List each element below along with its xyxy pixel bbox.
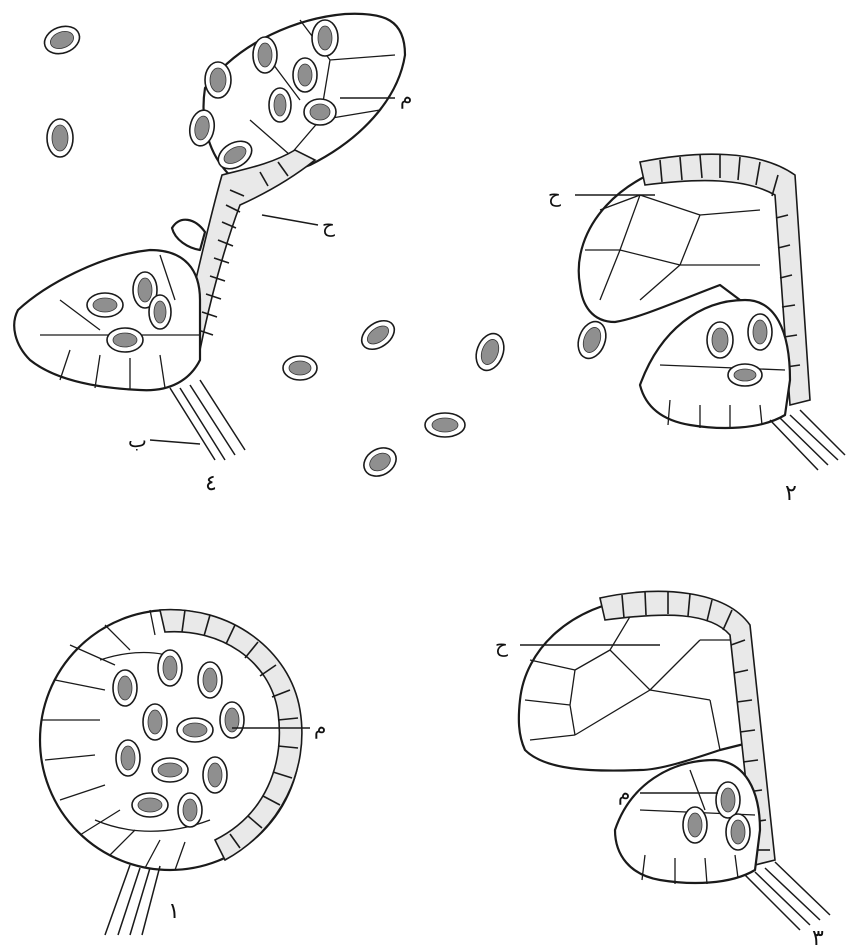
spore-label: م (400, 85, 412, 109)
sporangium-stage-4 (14, 14, 405, 460)
sporangium-stage-2 (579, 154, 845, 470)
annulus-leader-line (262, 215, 318, 225)
stage-number-2: ٢ (785, 481, 797, 506)
annulus-label: ح (322, 213, 335, 237)
sporangium-stage-1 (40, 610, 302, 935)
stalk-label: ب (128, 428, 147, 452)
stalk-leader-line (150, 440, 200, 444)
annulus-label-stage-3: ح (495, 633, 508, 657)
stage-number-3: ٣ (812, 926, 824, 950)
sporangium-stage-3 (519, 591, 830, 930)
spore-label-stage-3: م (618, 781, 630, 805)
annulus-label-stage-2: ح (548, 183, 561, 207)
stage-number-4: ٤ (205, 471, 217, 496)
spore-label-stage-1: م (314, 715, 326, 739)
stage-number-1: ١ (168, 899, 180, 924)
